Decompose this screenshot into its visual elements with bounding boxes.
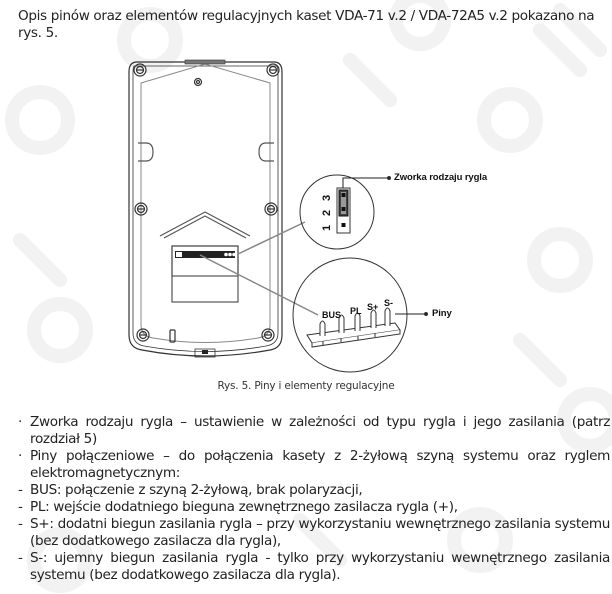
- list-item: · Piny połączeniowe – do połączenia kase…: [18, 448, 610, 481]
- device-drawing: 1 2 3 BUS PL S+ S: [128, 59, 428, 373]
- description-list: · Zworka rodzaju rygla – ustawienie w za…: [18, 414, 610, 584]
- list-item: - S-: ujemny biegun zasilania rygla - ty…: [18, 550, 610, 583]
- figure-caption: Rys. 5. Piny i elementy regulacyjne: [217, 380, 395, 392]
- svg-text:S-: S-: [384, 298, 393, 308]
- list-item: · Zworka rodzaju rygla – ustawienie w za…: [18, 414, 610, 447]
- jumper-label: Zworka rodzaju rygla: [394, 172, 488, 183]
- svg-text:BUS: BUS: [322, 310, 341, 320]
- figure-pins-and-controls: 1 2 3 BUS PL S+ S: [0, 50, 612, 380]
- svg-text:2: 2: [321, 210, 333, 216]
- list-item: - S+: dodatni biegun zasilania rygla – p…: [18, 516, 610, 549]
- svg-text:3: 3: [321, 195, 333, 201]
- svg-text:PL: PL: [350, 306, 362, 316]
- pins-detail: [292, 257, 428, 373]
- jumper-detail: [299, 174, 391, 250]
- svg-text:1: 1: [321, 225, 333, 231]
- pins-label: Piny: [432, 308, 452, 319]
- svg-text:S+: S+: [367, 302, 378, 312]
- list-item: - PL: wejście dodatniego bieguna zewnętr…: [18, 499, 458, 515]
- intro-paragraph: Opis pinów oraz elementów regulacyjnych …: [18, 8, 595, 41]
- list-item: - BUS: połączenie z szyną 2-żyłową, brak…: [18, 482, 363, 498]
